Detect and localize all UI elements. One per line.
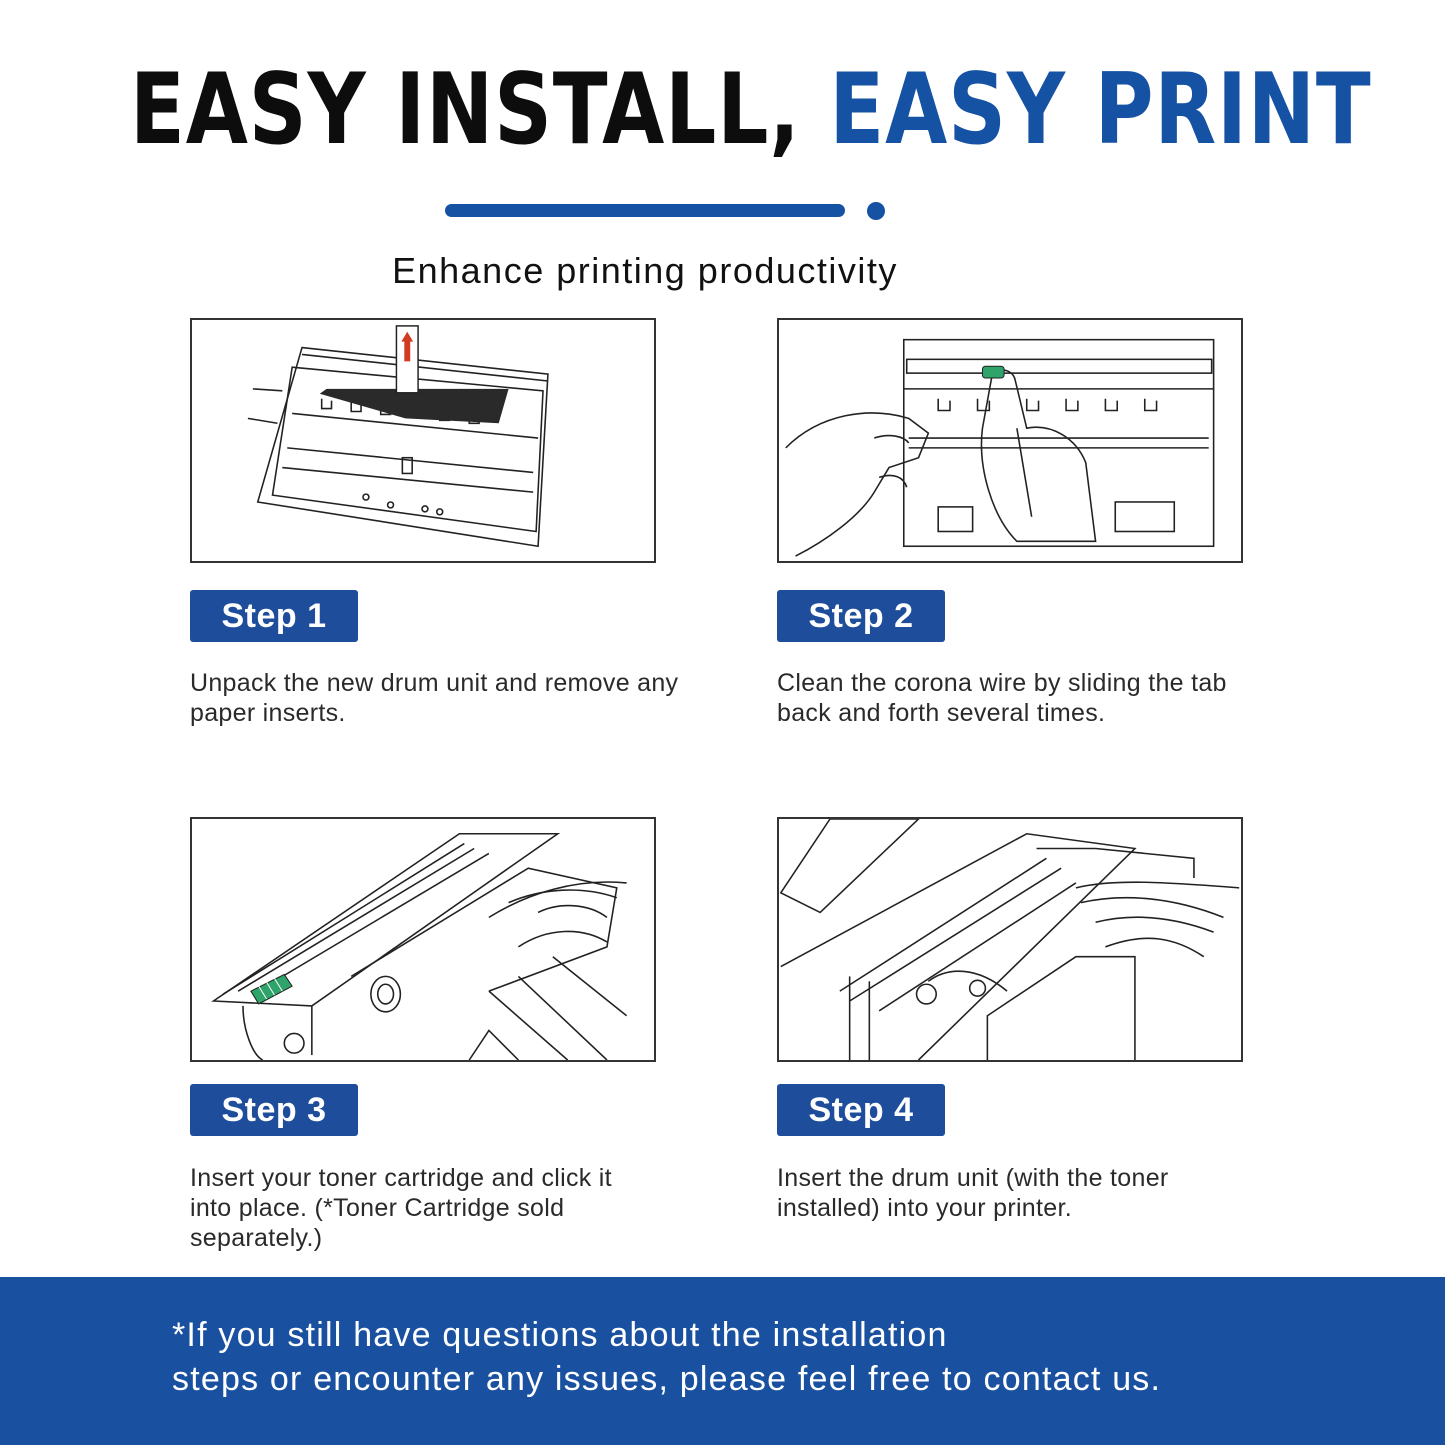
step-2-illustration [777,318,1243,563]
step-4-description: Insert the drum unit (with the toner ins… [777,1164,1169,1222]
step-3-description: Insert your toner cartridge and click it… [190,1164,612,1252]
subtitle: Enhance printing productivity [392,250,898,291]
footer-line-2: steps or encounter any issues, please fe… [172,1360,1162,1398]
step-1-badge: Step 1 [190,590,358,642]
toner-cartridge-insert-illustration [211,832,628,1060]
step-1-illustration [190,318,656,563]
step-2-badge: Step 2 [777,590,945,642]
step-3-badge: Step 3 [190,1084,358,1136]
drum-unit-unpack-illustration [247,325,549,548]
paper-insert [319,388,509,424]
step-3-illustration [190,817,656,1062]
divider-bar [445,204,845,217]
step-4-badge: Step 4 [777,1084,945,1136]
divider-dot [867,202,885,220]
green-lock-lever [250,973,293,1005]
step-1-description: Unpack the new drum unit and remove any … [190,669,679,727]
arrow-up-icon [401,331,414,362]
drum-unit-insert-printer-illustration [779,819,1240,1060]
headline-blue: EASY PRINT [829,53,1372,167]
footer-line-1: *If you still have questions about the i… [172,1316,948,1354]
green-slider-tab [981,365,1005,379]
step-2-description: Clean the corona wire by sliding the tab… [777,669,1227,727]
headline: EASY INSTALL, EASY PRINT [130,50,1371,170]
footer-message: *If you still have questions about the i… [172,1313,1372,1401]
corona-wire-cleaning-illustration [785,338,1215,557]
headline-black: EASY INSTALL, [130,53,801,167]
step-4-illustration [777,817,1243,1062]
footer-banner [0,1277,1445,1445]
